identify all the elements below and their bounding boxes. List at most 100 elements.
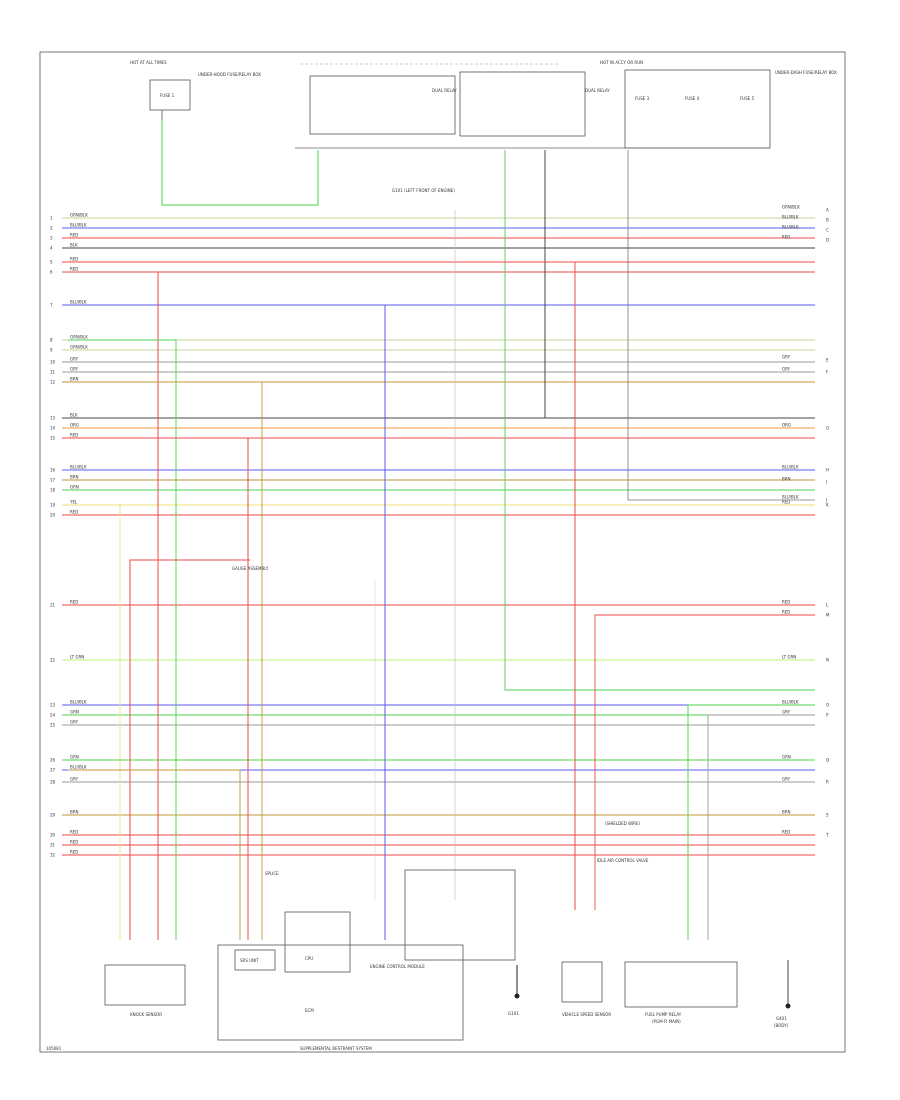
fuse-relay-header: HOT AT ALL TIMES UNDER-HOOD FUSE/RELAY B… [130, 60, 837, 193]
fuel-pump-sub-label: (PGM-FI MAIN) [652, 1019, 681, 1024]
left-wire-color-label: BLU/BLK [70, 765, 87, 770]
left-wire-color-label: RED [70, 830, 78, 835]
wire-vertical-red-c [68, 437, 249, 940]
right-wire-number: A [826, 208, 829, 213]
left-wire-number: 26 [50, 758, 56, 763]
wire-vertical-green-mid [504, 150, 815, 691]
ecm-label: ECM [305, 1008, 314, 1013]
left-wire-color-label: GRN [70, 485, 79, 490]
label-hot-in-accy: HOT IN ACCY OR RUN [600, 60, 643, 65]
left-wire-number: 5 [50, 260, 53, 265]
gauge-assembly-note: GAUGE ASSEMBLY [232, 566, 269, 571]
left-wire-number: 24 [50, 713, 56, 718]
diagram-frame [39, 51, 846, 1053]
left-wire-color-label: BRN [70, 810, 79, 815]
left-wire-number: 31 [50, 843, 56, 848]
right-wire-color-label: BLU/BLK [782, 700, 799, 705]
knock-sensor-label: KNOCK SENSOR [130, 1012, 162, 1017]
left-wire-color-label: GRY [70, 777, 79, 782]
wire-vertical-red-b [68, 271, 159, 940]
vss-label: VEHICLE SPEED SENSOR [562, 1012, 611, 1017]
left-wire-number: 12 [50, 380, 56, 385]
wire-vertical-gray-e [707, 714, 815, 940]
right-wire-color-label: GRY [782, 710, 791, 715]
right-wire-number: T [825, 833, 829, 838]
ground-g401-icon [785, 1003, 791, 1009]
right-wire-number: Q [826, 758, 829, 763]
ecm-sub-label: ENGINE CONTROL MODULE [370, 964, 425, 969]
shield-note: (SHIELDED WIRE) [605, 821, 640, 826]
fuse-label-1: FUSE 1 [160, 93, 175, 98]
left-wire-number: 32 [50, 853, 56, 858]
wire-vertical-green-top [161, 120, 319, 206]
wire-vertical-gray-right [627, 150, 815, 501]
ground-note: G101 (LEFT FRONT OF ENGINE) [392, 188, 455, 193]
left-wire-number: 2 [50, 226, 53, 231]
left-wire-color-label: BRN [70, 377, 79, 382]
wire-vertical-black [68, 150, 546, 419]
right-wire-number: G [826, 426, 829, 431]
ground-g101-label: G101 [508, 1011, 519, 1016]
left-wire-group: 1GRN/BLK2BLU/BLK3RED4BLK5RED6RED7BLU/BLK… [50, 213, 815, 858]
left-wire-color-label: ORG [70, 423, 79, 428]
left-wire-color-label: RED [70, 267, 78, 272]
left-wire-color-label: BLU/BLK [70, 700, 87, 705]
fuse-box-right [624, 69, 771, 149]
relay-box-a [309, 75, 456, 135]
left-wire-number: 1 [50, 216, 53, 221]
right-wire-number: K [826, 503, 829, 508]
left-wire-color-label: YEL [69, 500, 78, 505]
left-wire-number: 21 [50, 603, 56, 608]
wire-vertical-brown [68, 381, 263, 940]
left-wire-color-label: RED [70, 433, 78, 438]
ecm-inner-box [404, 869, 516, 961]
left-wire-number: 15 [50, 436, 56, 441]
fuel-pump-relay-box [624, 961, 738, 1008]
ground-g101-icon [514, 993, 520, 999]
right-wire-group: GRN/BLKABLU/BLKBBLU/BLKCREDDGRYEGRYFORGG… [782, 205, 830, 838]
fuse-label-5: FUSE 5 [740, 96, 755, 101]
left-wire-number: 22 [50, 658, 56, 663]
right-wire-number: B [826, 218, 829, 223]
right-wire-color-label: GRN/BLK [782, 205, 800, 210]
right-wire-number: M [826, 613, 830, 618]
right-wire-color-label: GRY [782, 367, 791, 372]
wire-vertical-red-e [594, 614, 815, 910]
right-wire-number: R [826, 780, 829, 785]
left-wire-color-label: GRN/BLK [70, 335, 88, 340]
ground-body-label: (BODY) [774, 1023, 789, 1028]
cpu-label: CPU [305, 956, 313, 961]
right-wire-color-label: RED [782, 235, 790, 240]
left-wire-color-label: BLK [70, 243, 78, 248]
right-wire-color-label: BRN [782, 810, 791, 815]
right-wire-number: J [825, 498, 827, 503]
left-wire-number: 20 [50, 513, 56, 518]
right-wire-color-label: BRN [782, 477, 791, 482]
label-dash-fuse-box: UNDER-DASH FUSE/RELAY BOX [775, 70, 837, 75]
left-wire-number: 11 [50, 370, 56, 375]
right-wire-number: L [826, 603, 829, 608]
right-wire-color-label: BLU/BLK [782, 215, 799, 220]
right-wire-color-label: GRY [782, 355, 791, 360]
vertical-wires [68, 120, 815, 940]
left-wire-number: 23 [50, 703, 56, 708]
left-wire-number: 8 [50, 338, 53, 343]
cpu-box [284, 911, 351, 973]
wire-vertical-blue [68, 304, 386, 940]
left-wire-number: 25 [50, 723, 56, 728]
relay-a-label: DUAL RELAY [432, 88, 457, 93]
right-wire-number: C [826, 228, 829, 233]
right-wire-color-label: LT GRN [782, 655, 796, 660]
idle-control-note: IDLE AIR CONTROL VALVE [597, 858, 649, 863]
right-wire-color-label: RED [782, 600, 790, 605]
right-wire-color-label: GRY [782, 777, 791, 782]
right-wire-number: F [826, 370, 829, 375]
left-wire-color-label: GRN [70, 710, 79, 715]
left-wire-color-label: RED [70, 840, 78, 845]
wire-vertical-red-a [68, 261, 576, 910]
fuse-label-3: FUSE 3 [635, 96, 650, 101]
relay-box-b [459, 71, 586, 137]
right-wire-color-label: RED [782, 610, 790, 615]
bottom-caption: SUPPLEMENTAL RESTRAINT SYSTEM [300, 1046, 372, 1051]
